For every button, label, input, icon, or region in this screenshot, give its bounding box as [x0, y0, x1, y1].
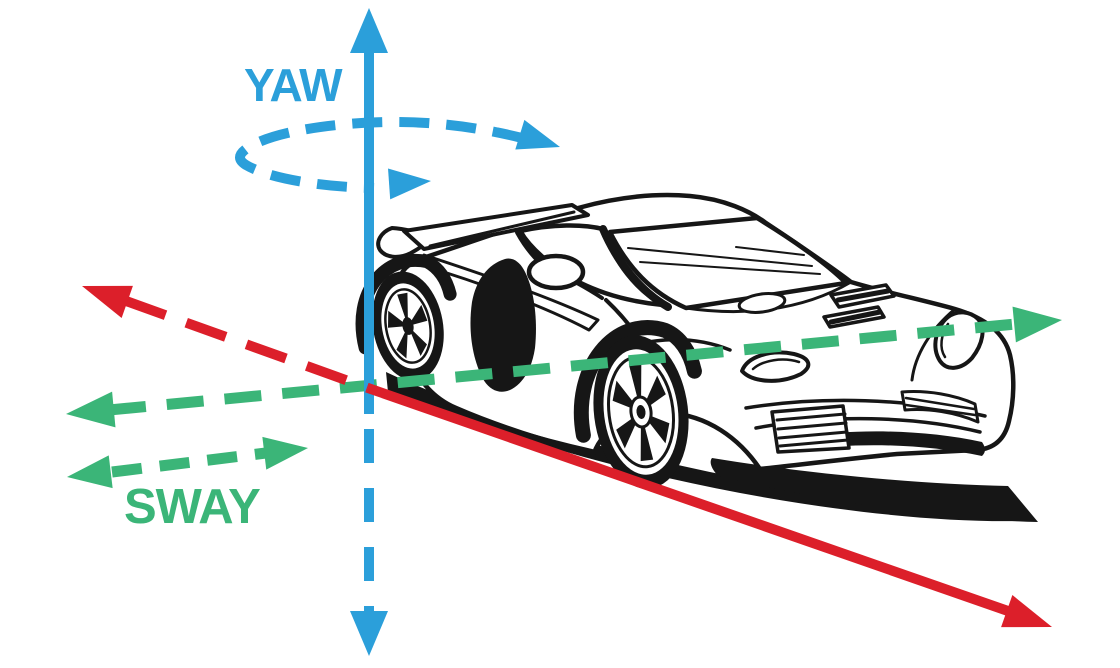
rear-wing-blade	[402, 203, 590, 251]
windshield-reflection-line	[639, 261, 821, 275]
nose-grille-slat	[904, 396, 976, 411]
wheel-hub	[402, 317, 414, 335]
yaw-axis-down-arrowhead	[350, 611, 388, 656]
sway-axis-left-arrowhead	[66, 391, 116, 428]
sway-axis-dashed-line	[108, 318, 1017, 416]
diagonal-axis-solid-line	[366, 383, 1010, 616]
hood-vent-slit	[828, 309, 883, 325]
diagonal-axis-upper-left-arrowhead	[82, 285, 133, 318]
windshield-reflection-line	[735, 246, 805, 256]
bumper-side-vent-slat	[778, 438, 850, 448]
front-wheel	[573, 320, 702, 489]
a-pillar	[599, 225, 672, 311]
bumper-side-vent-slat	[775, 412, 847, 422]
wheel-spokes	[387, 292, 428, 359]
side-mirror-stalk	[575, 281, 604, 300]
side-mirror	[526, 253, 586, 291]
diagonal-axis	[82, 285, 1052, 628]
sway-indicator-dashed-line	[111, 447, 267, 478]
car-illustration	[355, 192, 1038, 522]
nose-grille-slat	[904, 403, 977, 417]
yaw-rotation-ring	[235, 116, 560, 200]
sway-axis	[66, 306, 1062, 428]
rear-wing-blade-line	[428, 210, 576, 248]
rear-wheel	[355, 253, 457, 381]
front-wheel-arch	[573, 320, 702, 443]
hood-vent-slit	[835, 288, 891, 303]
rim-ring	[384, 288, 432, 364]
bumper-side-vent-slat	[777, 430, 849, 440]
wheel-hub-center	[636, 405, 646, 419]
side-intake-shadow	[470, 258, 536, 392]
diagonal-axis-lower-right-arrowhead	[1001, 595, 1052, 628]
sway-indicator-arrow	[67, 436, 308, 489]
yaw-ring-outer-arrowhead	[515, 119, 560, 150]
yaw-ring-dashed-ellipse	[235, 116, 524, 193]
sway-label: SWAY	[124, 480, 261, 534]
bumper-side-vent-slat	[776, 421, 848, 431]
yaw-axis-up-arrowhead	[350, 8, 388, 53]
windshield-reflection-line	[627, 247, 813, 267]
rocker-line	[459, 411, 595, 455]
yaw-ring-inner-arrowhead	[388, 168, 431, 200]
windshield	[607, 215, 849, 311]
sway-indicator-left-arrowhead	[67, 455, 113, 489]
diagonal-axis-dashed-line	[124, 296, 370, 393]
sway-indicator-right-arrowhead	[262, 436, 308, 470]
hood-vent-small	[737, 292, 787, 314]
front-splitter-shadow	[710, 458, 1038, 522]
yaw-axis	[350, 8, 388, 656]
sway-axis-right-arrowhead	[1012, 306, 1062, 343]
rear-wheel-arch	[355, 253, 457, 355]
yaw-label: YAW	[244, 59, 343, 111]
headlight-far-inner-line	[751, 358, 801, 371]
